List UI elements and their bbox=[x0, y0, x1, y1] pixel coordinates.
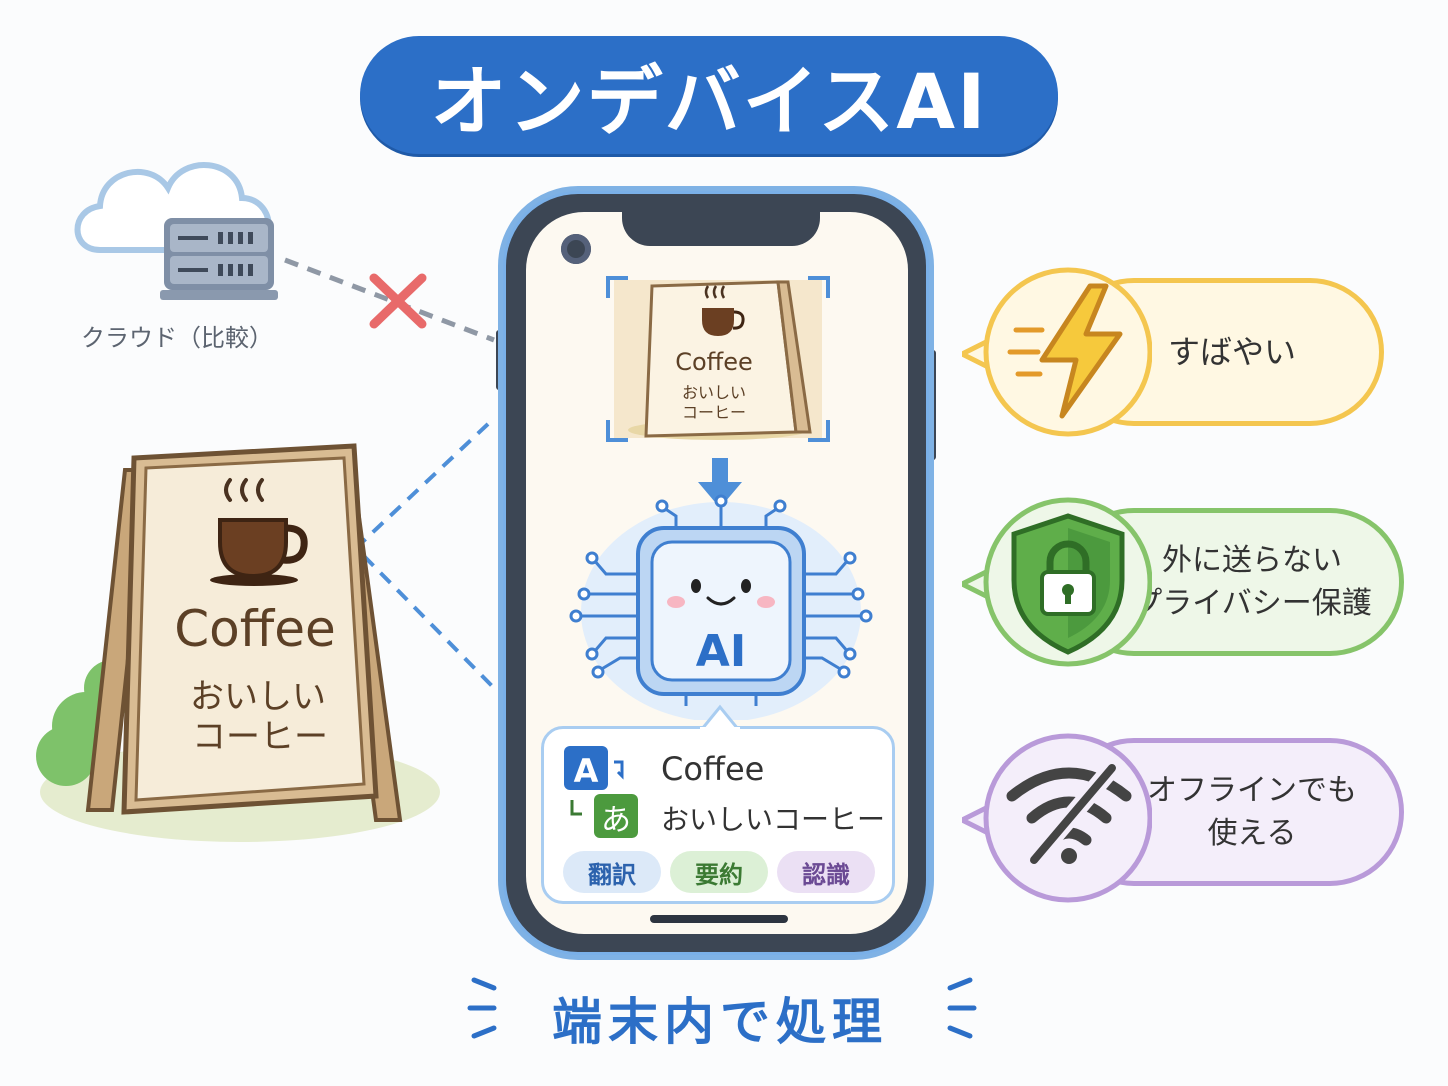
processing-motion-marks bbox=[467, 977, 977, 1039]
scan-sign-line1: おいしい bbox=[682, 383, 746, 402]
sign-line2: コーヒー bbox=[192, 717, 328, 757]
scan-sign-title: Coffee bbox=[675, 348, 753, 376]
phone-notch bbox=[622, 206, 820, 246]
chip-recognize[interactable]: 認識 bbox=[777, 851, 875, 893]
ai-chip-label: AI bbox=[696, 626, 746, 677]
camera-icon bbox=[561, 234, 591, 264]
feature-fast-text: すばやい bbox=[1167, 332, 1296, 371]
feature-offline-text: オフラインでも 使える bbox=[1147, 772, 1357, 852]
cloud-label: クラウド（比較） bbox=[81, 324, 273, 352]
scan-viewfinder: Coffee おいしい コーヒー bbox=[606, 276, 830, 442]
cloud-server-icon bbox=[74, 162, 278, 300]
chip-translate[interactable]: 翻訳 bbox=[563, 851, 661, 893]
page-title: オンデバイスAI bbox=[360, 36, 1058, 154]
shield-lock-icon bbox=[1011, 513, 1125, 655]
chip-summarize[interactable]: 要約 bbox=[670, 851, 768, 893]
translated-text: おいしいコーヒー bbox=[661, 803, 886, 836]
coffee-sign-illustration: Coffee おいしい コーヒー bbox=[36, 443, 440, 842]
blocked-cross-icon bbox=[369, 273, 427, 329]
ai-chip-icon: AI bbox=[569, 494, 873, 720]
sign-title: Coffee bbox=[174, 600, 335, 658]
translate-icon: A あ bbox=[564, 746, 638, 838]
source-text: Coffee bbox=[661, 750, 765, 788]
feature-privacy-text: 外に送らない プライバシー保護 bbox=[1132, 542, 1372, 622]
wifi-off-icon bbox=[1006, 762, 1132, 866]
card-pointer bbox=[700, 704, 740, 730]
lightning-icon bbox=[1007, 283, 1123, 419]
scan-sign-line2: コーヒー bbox=[682, 403, 746, 422]
translate-source-glyph: A bbox=[574, 752, 599, 790]
home-indicator bbox=[650, 915, 788, 923]
on-device-processing-label: 端末内で処理 bbox=[552, 993, 888, 1051]
sign-line1: おいしい bbox=[190, 677, 326, 717]
translate-target-glyph: あ bbox=[601, 803, 631, 838]
